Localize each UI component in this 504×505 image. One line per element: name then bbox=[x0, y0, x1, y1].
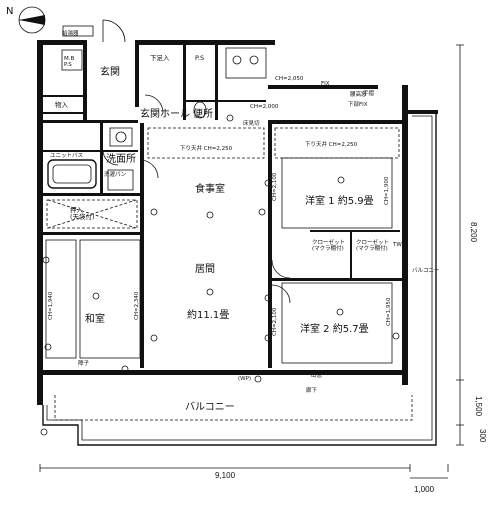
label-water-heater: 給湯器 bbox=[62, 29, 79, 37]
label-wash-room: 洗面所 bbox=[106, 153, 136, 165]
label-entrance-hall: 玄関ホール bbox=[140, 107, 190, 120]
dim-depth-main: 8,200 bbox=[469, 222, 478, 243]
dim-width-main: 9,100 bbox=[215, 471, 236, 480]
balcony-rail bbox=[42, 110, 438, 446]
dim-depth-edge: 300 bbox=[478, 429, 487, 443]
dimension-lines: 9,100 1,000 8,200 1,500 300 bbox=[39, 44, 487, 494]
label-living-size: 約11.1畳 bbox=[187, 308, 229, 321]
label-fix-lower: 下部FIX bbox=[348, 100, 368, 108]
label-japanese-room: 和室 bbox=[85, 312, 105, 325]
label-balcony-side: バルコニー bbox=[412, 267, 439, 274]
label-exit: 出窓 bbox=[311, 371, 323, 379]
label-closet-2: クローゼット(マクラ棚付) bbox=[356, 238, 389, 252]
dim-width-side: 1,000 bbox=[414, 485, 435, 494]
label-unit-bath: ユニットバス bbox=[50, 152, 83, 159]
label-balcony-main: バルコニー bbox=[185, 401, 235, 413]
label-storage: 物入 bbox=[55, 100, 69, 109]
label-corridor: 廊下 bbox=[306, 386, 318, 394]
label-wp: (WP) bbox=[238, 376, 251, 382]
label-hand-rail: 手摺 bbox=[363, 89, 375, 97]
label-fix: FIX bbox=[321, 81, 330, 87]
label-toilet: 便所 bbox=[193, 107, 213, 120]
exterior-walls bbox=[37, 40, 408, 405]
label-closet-upper: 押入(天袋付) bbox=[70, 205, 95, 221]
label-ch-2-100: CH=2,100 bbox=[272, 172, 278, 201]
interior-walls bbox=[43, 45, 402, 368]
label-ps: P.S bbox=[195, 54, 204, 62]
dim-depth-balcony: 1,500 bbox=[474, 396, 483, 417]
label-western-room-1: 洋室 1 約5.9畳 bbox=[305, 194, 374, 207]
label-lowered-ceiling-2: 下り天井 CH=2,250 bbox=[305, 140, 358, 148]
label-ch-1-940: CH=1,940 bbox=[48, 291, 54, 320]
label-wash-pan: 洗濯パン bbox=[104, 170, 127, 178]
label-living: 居間 bbox=[195, 263, 215, 275]
label-ch-2050: CH=2,050 bbox=[275, 76, 304, 82]
label-dining: 食事室 bbox=[195, 182, 225, 195]
label-koshidaka: 腰高窓 bbox=[350, 90, 367, 98]
label-ch-2-340: CH=2,340 bbox=[134, 291, 140, 320]
dashed-lines bbox=[45, 127, 413, 421]
fixtures bbox=[47, 25, 267, 191]
label-twp: TWP bbox=[392, 242, 406, 248]
label-ch-2-100b: CH=2,100 bbox=[272, 307, 278, 336]
compass: N bbox=[6, 6, 46, 34]
label-closet-1: クローゼット(マクラ棚付) bbox=[312, 238, 345, 252]
label-ch-1-900: CH=1,900 bbox=[384, 176, 390, 205]
label-floor-trim: 床見切 bbox=[243, 119, 260, 127]
label-shoji: 障子 bbox=[78, 359, 90, 367]
label-shoe-storage: 下足入 bbox=[150, 54, 170, 62]
north-label: N bbox=[6, 6, 13, 17]
label-western-room-2: 洋室 2 約5.7畳 bbox=[300, 322, 369, 335]
label-entrance: 玄関 bbox=[100, 65, 120, 78]
label-ch-1-950: CH=1,950 bbox=[386, 297, 392, 326]
label-ch-2000: CH=2,000 bbox=[250, 104, 279, 110]
outlet-symbols bbox=[40, 114, 400, 436]
label-lowered-ceiling-1: 下り天井 CH=2,250 bbox=[180, 144, 233, 152]
doors bbox=[102, 19, 291, 304]
